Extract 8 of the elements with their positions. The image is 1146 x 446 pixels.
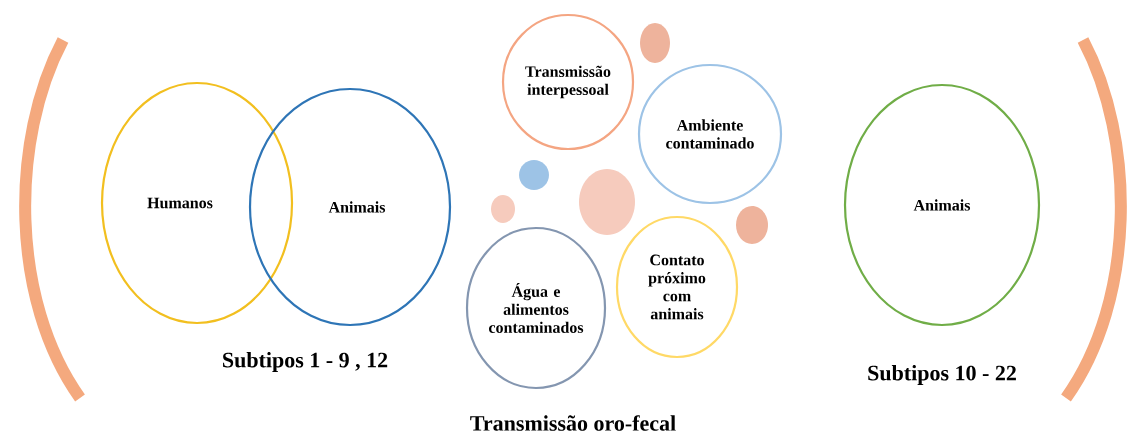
subtype-label: Subtipos 10 - 22 [868, 365, 1016, 385]
dot [519, 160, 549, 190]
dot [579, 169, 635, 235]
dot [640, 23, 670, 63]
dot [736, 206, 768, 244]
dot [491, 195, 515, 223]
caption: Transmissão oro-fecal [470, 415, 676, 431]
subtype-label: Subtipos 1 - 9 , 12 [223, 352, 388, 372]
